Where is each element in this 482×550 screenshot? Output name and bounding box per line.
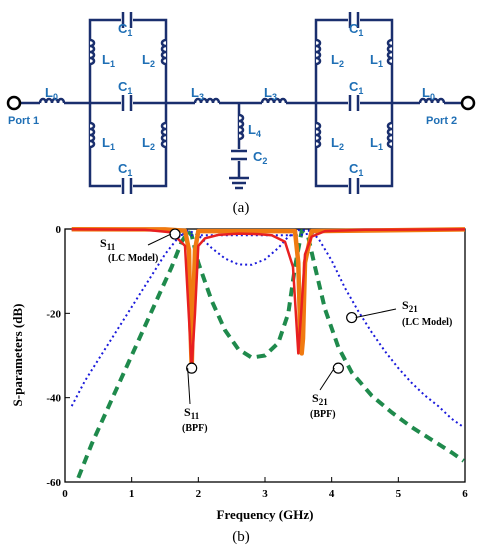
- x-tick-label: 3: [262, 488, 268, 500]
- curves: [70, 226, 466, 479]
- L1-bot-left-ind: [89, 121, 98, 149]
- L0-left-inductor: [38, 95, 66, 105]
- annotation-marker: [169, 228, 181, 240]
- L2-top-right: L2: [331, 52, 344, 69]
- C1-bot-right: C1: [349, 161, 363, 178]
- annotation-sublabel: (LC Model): [402, 317, 452, 328]
- annotation-label: S11: [100, 236, 116, 252]
- port-2-label: Port 2: [426, 115, 457, 127]
- L4-label: L4: [248, 122, 261, 139]
- annotations: S11(LC Model)S21(LC Model)S11(BPF)S21(BP…: [100, 228, 452, 434]
- L3-right: L3: [264, 85, 277, 102]
- x-tick-label: 2: [196, 488, 202, 500]
- x-tick-label: 0: [62, 488, 68, 500]
- C1-top-right: C1: [349, 21, 363, 38]
- annotation-sublabel: (LC Model): [108, 253, 158, 264]
- C1-mid-right-cap: [348, 94, 360, 112]
- L1-top-left-ind: [89, 38, 98, 66]
- x-tick-label: 4: [329, 488, 335, 500]
- L2-bot-left: L2: [142, 135, 155, 152]
- C1-bot-right-cap: [348, 177, 360, 195]
- annotation-label: S21: [312, 391, 328, 407]
- y-axis-label: S-parameters (dB): [10, 304, 25, 407]
- C1-mid-left-cap: [121, 94, 133, 112]
- annotation-marker: [346, 311, 358, 324]
- L1-top-right-ind: [384, 38, 393, 66]
- C2-label: C2: [253, 149, 267, 166]
- L0-left: L0: [45, 85, 58, 102]
- L4-inductor: [238, 113, 247, 141]
- port-2-terminal: [460, 95, 476, 111]
- L1-top-left: L1: [102, 52, 115, 69]
- C2-capacitor: [230, 149, 248, 161]
- L1-bot-left: L1: [102, 135, 115, 152]
- annotation-a2: S21 (LC Model): [346, 298, 452, 328]
- series-s11_bpf-line: [71, 226, 466, 371]
- annotation-label: S11: [184, 405, 200, 421]
- C1-bot-left: C1: [118, 161, 132, 178]
- annotation-marker: [332, 362, 344, 374]
- C1-bot-left-cap: [121, 177, 133, 195]
- port-1-label: Port 1: [8, 115, 39, 127]
- annotation-arrow: [147, 233, 172, 246]
- annotation-a3: S11 (BPF): [182, 362, 208, 434]
- C1-mid-left: C1: [118, 79, 132, 96]
- L3-right-inductor: [260, 95, 288, 105]
- L1-bot-right: L1: [370, 135, 383, 152]
- L2-top-right-ind: [315, 38, 324, 66]
- L0-right: L0: [422, 85, 435, 102]
- annotation-sublabel: (BPF): [182, 423, 208, 434]
- x-axis-label: Frequency (GHz): [217, 507, 314, 522]
- L3-left-inductor: [193, 95, 221, 105]
- annotation-marker: [186, 362, 198, 374]
- annotation-label: S21: [402, 298, 418, 314]
- C1-top-right-cap: [348, 11, 360, 29]
- y-tick-label: -20: [46, 308, 61, 320]
- y-tick-label: -60: [46, 477, 61, 489]
- series-s21_lc_red-line: [71, 227, 466, 370]
- C1-top-left: C1: [118, 21, 132, 38]
- annotation-a1: S11(LC Model): [100, 228, 181, 264]
- circuit-labels: Port 1 Port 2 L0 L0 C1 C1 C1 C1 C1 C1 L1…: [8, 21, 457, 178]
- y-axis-ticks: 0 -20 -40 -60: [46, 224, 70, 489]
- x-tick-label: 6: [462, 488, 468, 500]
- C1-top-left-cap: [121, 11, 133, 29]
- C1-mid-right: C1: [349, 79, 363, 96]
- annotation-arrow: [355, 308, 397, 319]
- circuit-schematic: [20, 18, 462, 190]
- x-tick-label: 1: [129, 488, 135, 500]
- annotation-arrow: [187, 368, 191, 405]
- circuit-components: [38, 11, 446, 195]
- L3-left: L3: [191, 85, 204, 102]
- L2-bot-right: L2: [331, 135, 344, 152]
- L1-top-right: L1: [370, 52, 383, 69]
- L2-bot-left-ind: [158, 121, 167, 149]
- y-tick-label: 0: [56, 224, 62, 236]
- L2-top-left-ind: [158, 38, 167, 66]
- L2-top-left: L2: [142, 52, 155, 69]
- caption-b: (b): [232, 529, 250, 545]
- y-tick-label: -40: [46, 393, 61, 405]
- L0-right-inductor: [418, 95, 446, 105]
- L2-bot-right-ind: [315, 121, 324, 149]
- series-s21_bpf-line: [76, 229, 465, 479]
- annotation-sublabel: (BPF): [310, 409, 336, 420]
- x-tick-label: 5: [396, 488, 402, 500]
- L1-bot-right-ind: [384, 121, 393, 149]
- annotation-arrow: [319, 367, 335, 391]
- port-1-terminal: [6, 95, 22, 111]
- x-axis-ticks: 0 1 2 3 4 5 6: [62, 477, 468, 500]
- annotation-a4: S21 (BPF): [310, 362, 344, 420]
- caption-a: (a): [233, 200, 250, 216]
